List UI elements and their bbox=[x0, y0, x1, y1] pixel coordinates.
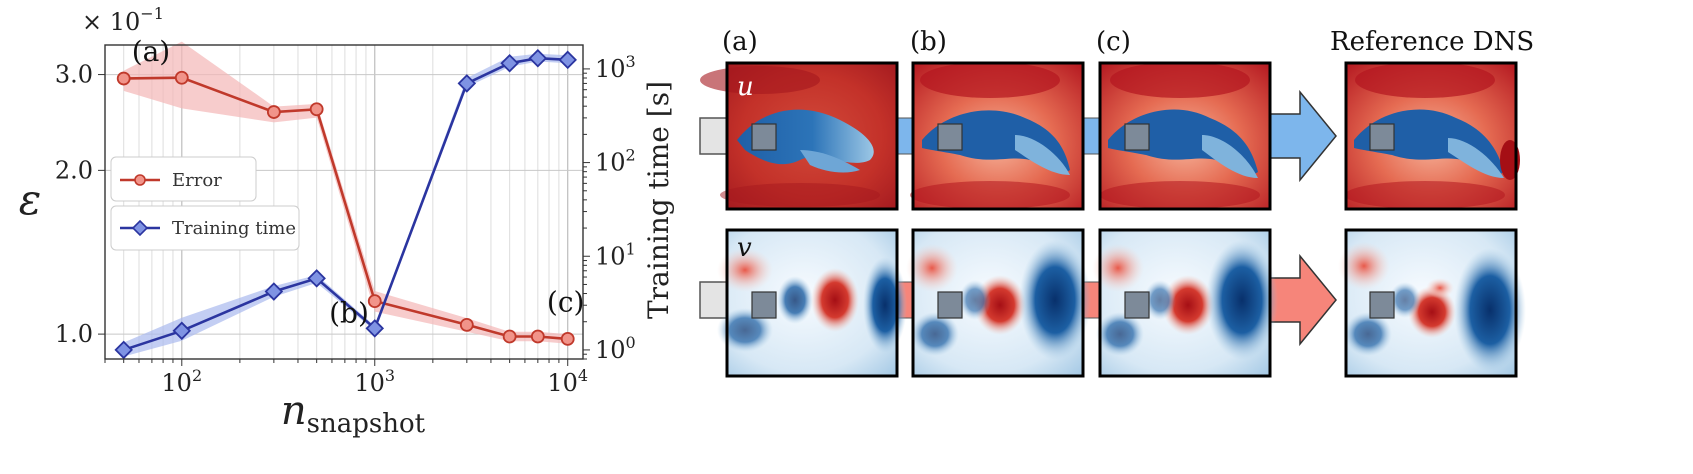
y-left-tick-label: 1.0 bbox=[55, 320, 93, 348]
series-band-1 bbox=[123, 53, 568, 357]
y-left-label: ε bbox=[19, 175, 42, 224]
row-label-u: u bbox=[737, 72, 754, 102]
error-point bbox=[116, 71, 131, 86]
v-panel-reference bbox=[1338, 228, 1526, 378]
training-time-point bbox=[528, 48, 548, 68]
error-point bbox=[309, 102, 324, 117]
training-time-point bbox=[558, 50, 577, 70]
v-panel-a: v bbox=[717, 228, 907, 378]
training-time-point bbox=[264, 282, 284, 301]
legend-time-label: Training time bbox=[172, 218, 296, 239]
point-annotations: (a) (b) (c) bbox=[132, 35, 585, 330]
y-right-tick-label: 101 bbox=[595, 239, 636, 270]
y-left-multiplier: × 10−1 bbox=[82, 4, 164, 36]
x-tick-label: 103 bbox=[354, 366, 395, 397]
error-point bbox=[530, 329, 545, 344]
error-point bbox=[266, 105, 281, 119]
annotation-label: (a) bbox=[132, 35, 171, 68]
x-tick-label: 104 bbox=[547, 366, 588, 397]
legend-box-time bbox=[110, 205, 300, 251]
legend-error-label: Error bbox=[172, 170, 222, 191]
legend-error-marker bbox=[134, 174, 146, 186]
row-label-v: v bbox=[737, 233, 752, 263]
series-markers bbox=[114, 48, 577, 360]
obstacle-square bbox=[751, 123, 777, 151]
annotation-label: (b) bbox=[329, 297, 369, 330]
v-panel-c bbox=[1092, 228, 1278, 378]
error-point bbox=[560, 331, 575, 346]
v-panel-b bbox=[906, 228, 1091, 378]
error-point bbox=[459, 317, 474, 332]
training-time-point bbox=[307, 269, 326, 288]
u-connector-bc bbox=[1081, 117, 1101, 155]
obstacle-square bbox=[937, 123, 963, 151]
column-title-c: (c) bbox=[1096, 27, 1131, 57]
x-label: nsnapshot bbox=[281, 388, 426, 439]
u-forward-arrow bbox=[1269, 89, 1337, 183]
y-right-label: Training time [s] bbox=[642, 81, 675, 319]
uncertainty-bands bbox=[123, 41, 568, 357]
u-panel-c bbox=[1098, 61, 1272, 211]
obstacle-square bbox=[937, 291, 963, 319]
obstacle-square bbox=[751, 291, 777, 319]
error-point bbox=[502, 329, 517, 344]
u-panel-a: u bbox=[700, 61, 899, 211]
training-time-point bbox=[114, 340, 133, 360]
column-title-b: (b) bbox=[910, 27, 947, 57]
axis-ticks: 1.0 2.0 3.0 100 101 102 103 102 103 104 bbox=[55, 52, 636, 397]
obstacle-square bbox=[1124, 123, 1150, 151]
y-right-tick-label: 100 bbox=[595, 333, 636, 364]
training-time-point bbox=[172, 321, 192, 341]
error-point bbox=[367, 294, 382, 308]
column-title-reference: Reference DNS bbox=[1330, 27, 1534, 57]
v-inlet-block bbox=[699, 281, 731, 319]
y-left-tick-label: 2.0 bbox=[55, 156, 93, 184]
annotation-label: (c) bbox=[547, 286, 585, 319]
y-right-tick-label: 103 bbox=[595, 52, 636, 83]
legend-time-marker bbox=[131, 219, 149, 237]
obstacle-square bbox=[1369, 123, 1395, 151]
u-inlet-block bbox=[699, 117, 731, 155]
training-time-point bbox=[365, 319, 385, 338]
series-band-0 bbox=[123, 41, 568, 344]
legend-box-error bbox=[110, 156, 257, 202]
column-title-a: (a) bbox=[722, 27, 758, 57]
flow-field-grid: (a) (b) (c) Reference DNS u bbox=[699, 27, 1534, 378]
legend: Error Training time bbox=[110, 156, 300, 251]
training-time-point bbox=[457, 74, 477, 93]
training-time-point bbox=[500, 53, 519, 73]
obstacle-square bbox=[1369, 291, 1395, 319]
plot-frame bbox=[104, 44, 584, 360]
u-panel-b bbox=[910, 61, 1085, 211]
error-point bbox=[174, 70, 189, 85]
u-panel-reference bbox=[1344, 61, 1520, 211]
y-left-tick-label: 3.0 bbox=[55, 61, 93, 89]
obstacle-square bbox=[1124, 291, 1150, 319]
x-tick-label: 102 bbox=[161, 366, 202, 397]
y-right-tick-label: 102 bbox=[595, 146, 636, 177]
v-forward-arrow bbox=[1269, 253, 1337, 347]
